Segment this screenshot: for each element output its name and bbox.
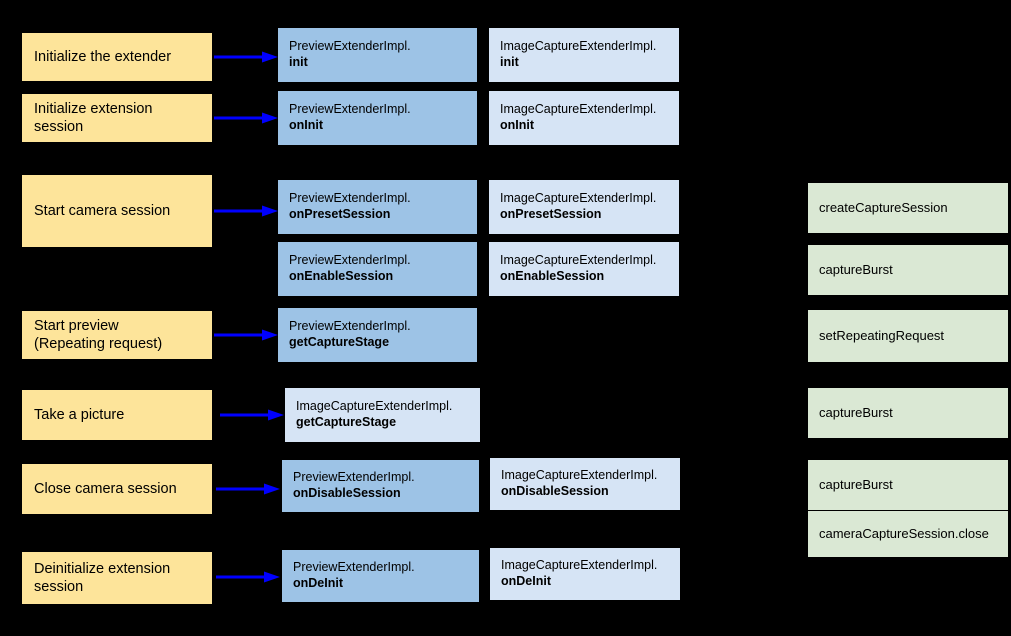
action-box-close-camera-session: Close camera session <box>22 464 212 514</box>
preview-extender-box-oninit: PreviewExtenderImpl. onInit <box>278 91 477 145</box>
camera2-label: createCaptureSession <box>819 199 948 215</box>
camera2-label: setRepeatingRequest <box>819 327 945 343</box>
class-name: ImageCaptureExtenderImpl. <box>500 253 657 268</box>
class-name: PreviewExtenderImpl. <box>289 39 411 54</box>
method-name: onDisableSession <box>293 486 401 500</box>
flow-arrow-1 <box>214 51 278 63</box>
camera2-label: captureBurst <box>819 404 893 420</box>
preview-extender-box-onpresetsession: PreviewExtenderImpl. onPresetSession <box>278 180 477 234</box>
class-name: PreviewExtenderImpl. <box>293 470 415 485</box>
camera2-box-setrepeatingrequest: setRepeatingRequest <box>808 310 1008 362</box>
preview-extender-box-ondisablesession: PreviewExtenderImpl. onDisableSession <box>282 460 479 512</box>
image-capture-extender-box-onenablesession: ImageCaptureExtenderImpl. onEnableSessio… <box>489 242 679 296</box>
action-box-take-a-picture: Take a picture <box>22 390 212 440</box>
flow-arrow-5 <box>220 409 284 421</box>
method-name: onInit <box>289 118 324 132</box>
method-name: onDeInit <box>293 576 343 590</box>
class-name: ImageCaptureExtenderImpl. <box>500 39 657 54</box>
preview-extender-box-getcapturestage: PreviewExtenderImpl. getCaptureStage <box>278 308 477 362</box>
image-capture-extender-box-oninit: ImageCaptureExtenderImpl. onInit <box>489 91 679 145</box>
action-label: Initialize the extender <box>34 48 172 65</box>
camera2-box-cameracapturesession-close: cameraCaptureSession.close <box>808 511 1008 557</box>
class-name: ImageCaptureExtenderImpl. <box>501 468 658 483</box>
method-name: getCaptureStage <box>289 335 390 349</box>
method-name: init <box>289 55 308 69</box>
class-name: ImageCaptureExtenderImpl. <box>501 558 658 573</box>
image-capture-extender-box-getcapturestage: ImageCaptureExtenderImpl. getCaptureStag… <box>285 388 480 442</box>
method-name: onEnableSession <box>289 269 394 283</box>
method-name: onDisableSession <box>501 484 609 498</box>
action-label: Deinitialize extension session <box>34 560 171 595</box>
action-label: Take a picture <box>34 406 125 423</box>
image-capture-extender-box-ondeinit: ImageCaptureExtenderImpl. onDeInit <box>490 548 680 600</box>
preview-extender-box-onenablesession: PreviewExtenderImpl. onEnableSession <box>278 242 477 296</box>
image-capture-extender-box-init: ImageCaptureExtenderImpl. init <box>489 28 679 82</box>
method-name: init <box>500 55 519 69</box>
camera2-label: cameraCaptureSession.close <box>819 525 989 541</box>
method-name: onPresetSession <box>289 207 391 221</box>
action-box-initialize-the-extender: Initialize the extender <box>22 33 212 81</box>
class-name: ImageCaptureExtenderImpl. <box>296 399 453 414</box>
camera2-box-createcapturesession: createCaptureSession <box>808 183 1008 233</box>
method-name: onPresetSession <box>500 207 602 221</box>
camera2-box-captureburst-2: captureBurst <box>808 388 1008 438</box>
image-capture-extender-box-ondisablesession: ImageCaptureExtenderImpl. onDisableSessi… <box>490 458 680 510</box>
action-label: Start camera session <box>34 202 171 219</box>
method-name: getCaptureStage <box>296 415 397 429</box>
flow-arrow-3 <box>214 205 278 217</box>
action-box-start-preview: Start preview (Repeating request) <box>22 311 212 359</box>
class-name: PreviewExtenderImpl. <box>289 319 411 334</box>
camera2-box-captureburst-3: captureBurst <box>808 460 1008 510</box>
camera2-box-captureburst-1: captureBurst <box>808 245 1008 295</box>
class-name: PreviewExtenderImpl. <box>289 102 411 117</box>
action-box-start-camera-session: Start camera session <box>22 175 212 247</box>
action-box-deinitialize-extension-session: Deinitialize extension session <box>22 552 212 604</box>
class-name: PreviewExtenderImpl. <box>289 253 411 268</box>
flow-arrow-4 <box>214 329 278 341</box>
class-name: ImageCaptureExtenderImpl. <box>500 191 657 206</box>
class-name: PreviewExtenderImpl. <box>289 191 411 206</box>
camera2-label: captureBurst <box>819 261 893 277</box>
class-name: PreviewExtenderImpl. <box>293 560 415 575</box>
action-label: Start preview (Repeating request) <box>34 317 163 352</box>
camera2-label: captureBurst <box>819 476 893 492</box>
action-label: Initialize extension session <box>34 100 153 135</box>
preview-extender-box-ondeinit: PreviewExtenderImpl. onDeInit <box>282 550 479 602</box>
image-capture-extender-box-onpresetsession: ImageCaptureExtenderImpl. onPresetSessio… <box>489 180 679 234</box>
action-box-initialize-extension-session: Initialize extension session <box>22 94 212 142</box>
class-name: ImageCaptureExtenderImpl. <box>500 102 657 117</box>
action-label: Close camera session <box>34 480 177 497</box>
method-name: onDeInit <box>501 574 551 588</box>
method-name: onEnableSession <box>500 269 605 283</box>
method-name: onInit <box>500 118 535 132</box>
flow-arrow-7 <box>216 571 280 583</box>
flow-arrow-2 <box>214 112 278 124</box>
flow-arrow-6 <box>216 483 280 495</box>
preview-extender-box-init: PreviewExtenderImpl. init <box>278 28 477 82</box>
